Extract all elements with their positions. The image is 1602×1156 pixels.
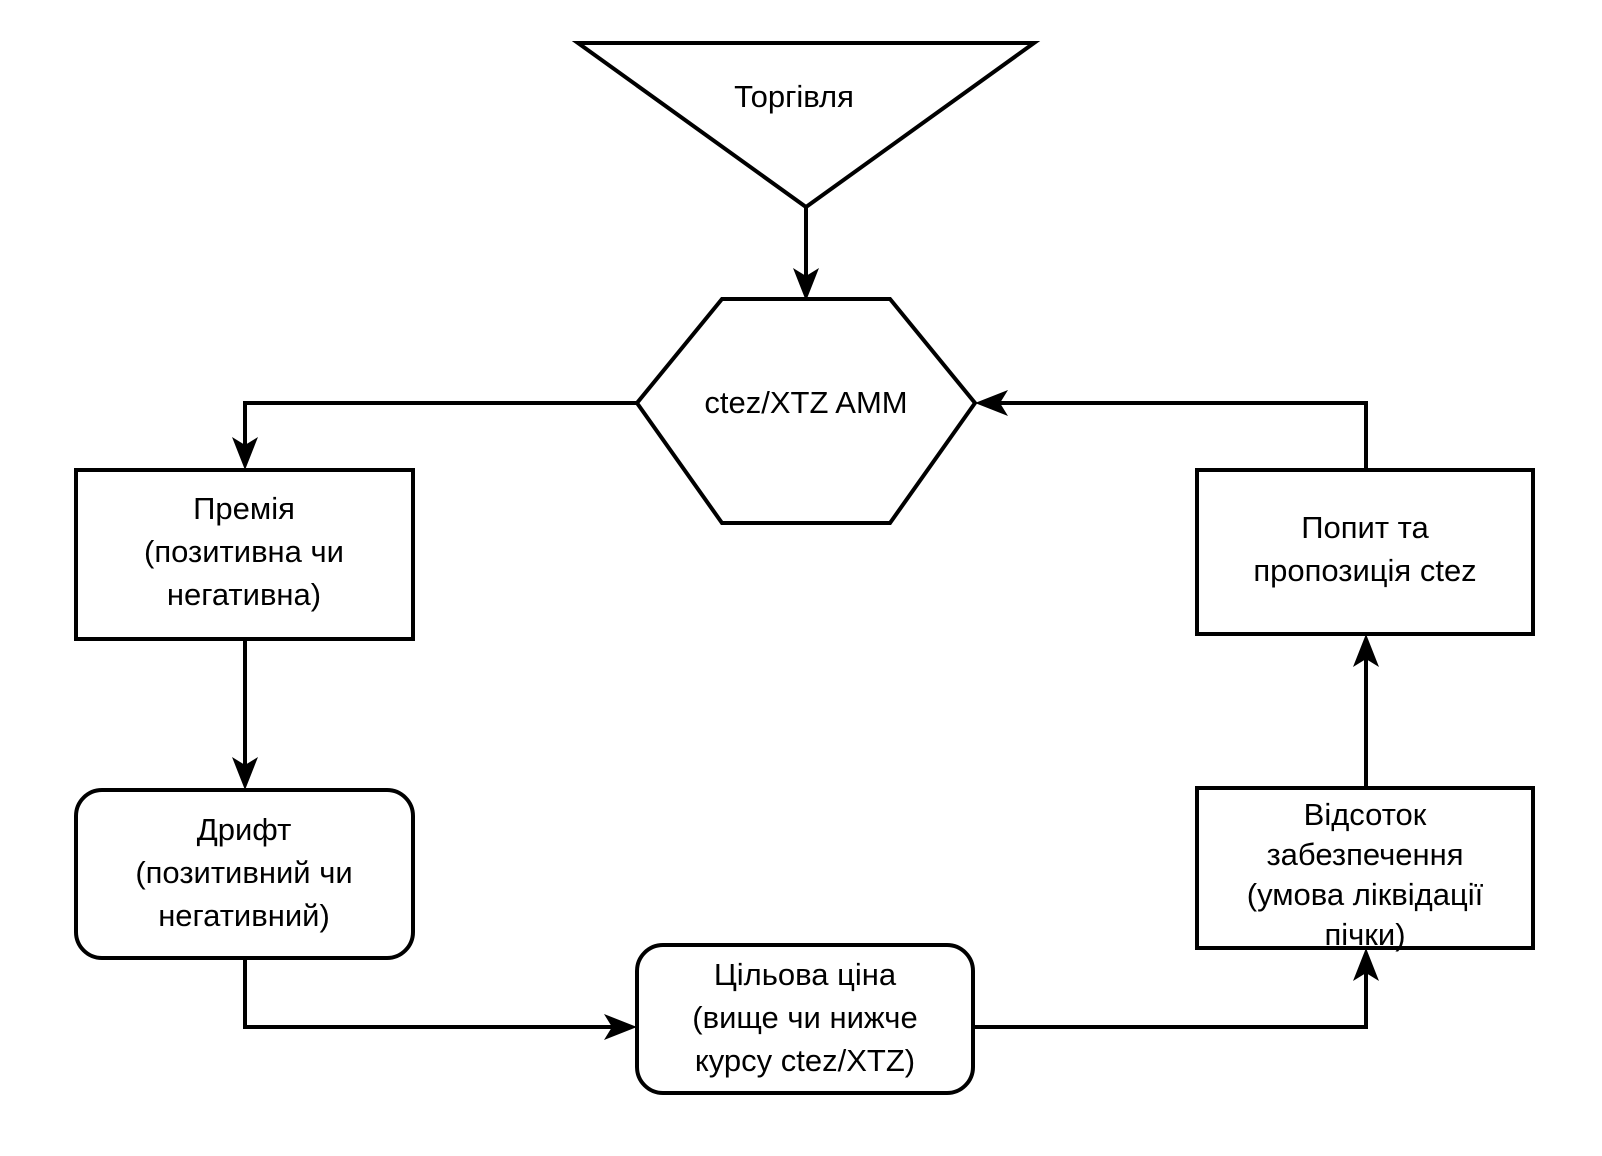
node-drift-line1: Дрифт	[197, 812, 292, 847]
premium-rect-shape[interactable]	[74, 468, 415, 641]
arrowhead-down-icon	[793, 268, 819, 301]
node-premium[interactable]: Премія (позитивна чи негативна)	[74, 468, 415, 641]
target-price-rounded-rect-shape[interactable]	[635, 943, 975, 1095]
node-collateral-line3: (умова ліквідації	[1247, 877, 1484, 912]
node-collateral-line4: пічки)	[1324, 917, 1405, 952]
node-supply-demand-line1: Попит та	[1301, 510, 1429, 545]
node-drift[interactable]: Дрифт (позитивний чи негативний)	[74, 788, 415, 960]
arrowhead-up-icon	[1353, 634, 1379, 667]
amm-hexagon-shape[interactable]	[634, 297, 978, 525]
node-drift-line3: негативний)	[158, 898, 330, 933]
drift-rounded-rect-shape[interactable]	[74, 788, 415, 960]
node-premium-line3: негативна)	[167, 577, 321, 612]
arrowhead-down-icon	[232, 437, 258, 470]
node-trade-label: Торгівля	[734, 79, 854, 114]
node-amm[interactable]: ctez/XTZ AMM	[634, 297, 978, 525]
connector-amm-to-premium	[232, 401, 637, 470]
node-target-price-line2: (вище чи нижче	[692, 1000, 917, 1035]
node-target-price-line3: курсу ctez/XTZ)	[695, 1043, 915, 1078]
node-premium-line1: Премія	[193, 491, 295, 526]
node-target-price-line1: Цільова ціна	[714, 957, 897, 992]
node-trade[interactable]: Торгівля	[571, 41, 1041, 210]
connector-supply-demand-to-amm	[975, 390, 1368, 470]
arrowhead-left-icon	[975, 390, 1008, 416]
collateral-rect-shape[interactable]	[1195, 786, 1535, 950]
node-amm-label: ctez/XTZ AMM	[704, 385, 907, 420]
node-premium-line2: (позитивна чи	[144, 534, 344, 569]
connector-collateral-to-supply-demand	[1353, 634, 1379, 788]
node-drift-line2: (позитивний чи	[135, 855, 352, 890]
node-supply-demand-line2: пропозиція ctez	[1253, 553, 1476, 588]
connector-drift-to-target-price	[243, 958, 637, 1040]
arrowhead-down-icon	[232, 757, 258, 790]
node-collateral[interactable]: Відсоток забезпечення (умова ліквідації …	[1195, 786, 1535, 952]
arrowhead-up-icon	[1353, 948, 1379, 981]
connector-trade-to-amm	[793, 207, 819, 301]
connector-target-price-to-collateral	[973, 948, 1379, 1029]
node-target-price[interactable]: Цільова ціна (вище чи нижче курсу ctez/X…	[635, 943, 975, 1095]
arrowhead-right-icon	[604, 1014, 637, 1040]
supply-demand-rect-shape[interactable]	[1195, 468, 1535, 636]
node-supply-demand[interactable]: Попит та пропозиція ctez	[1195, 468, 1535, 636]
trade-triangle-shape[interactable]	[571, 41, 1041, 210]
node-collateral-line1: Відсоток	[1304, 797, 1427, 832]
node-collateral-line2: забезпечення	[1266, 837, 1463, 872]
connector-premium-to-drift	[232, 639, 258, 790]
